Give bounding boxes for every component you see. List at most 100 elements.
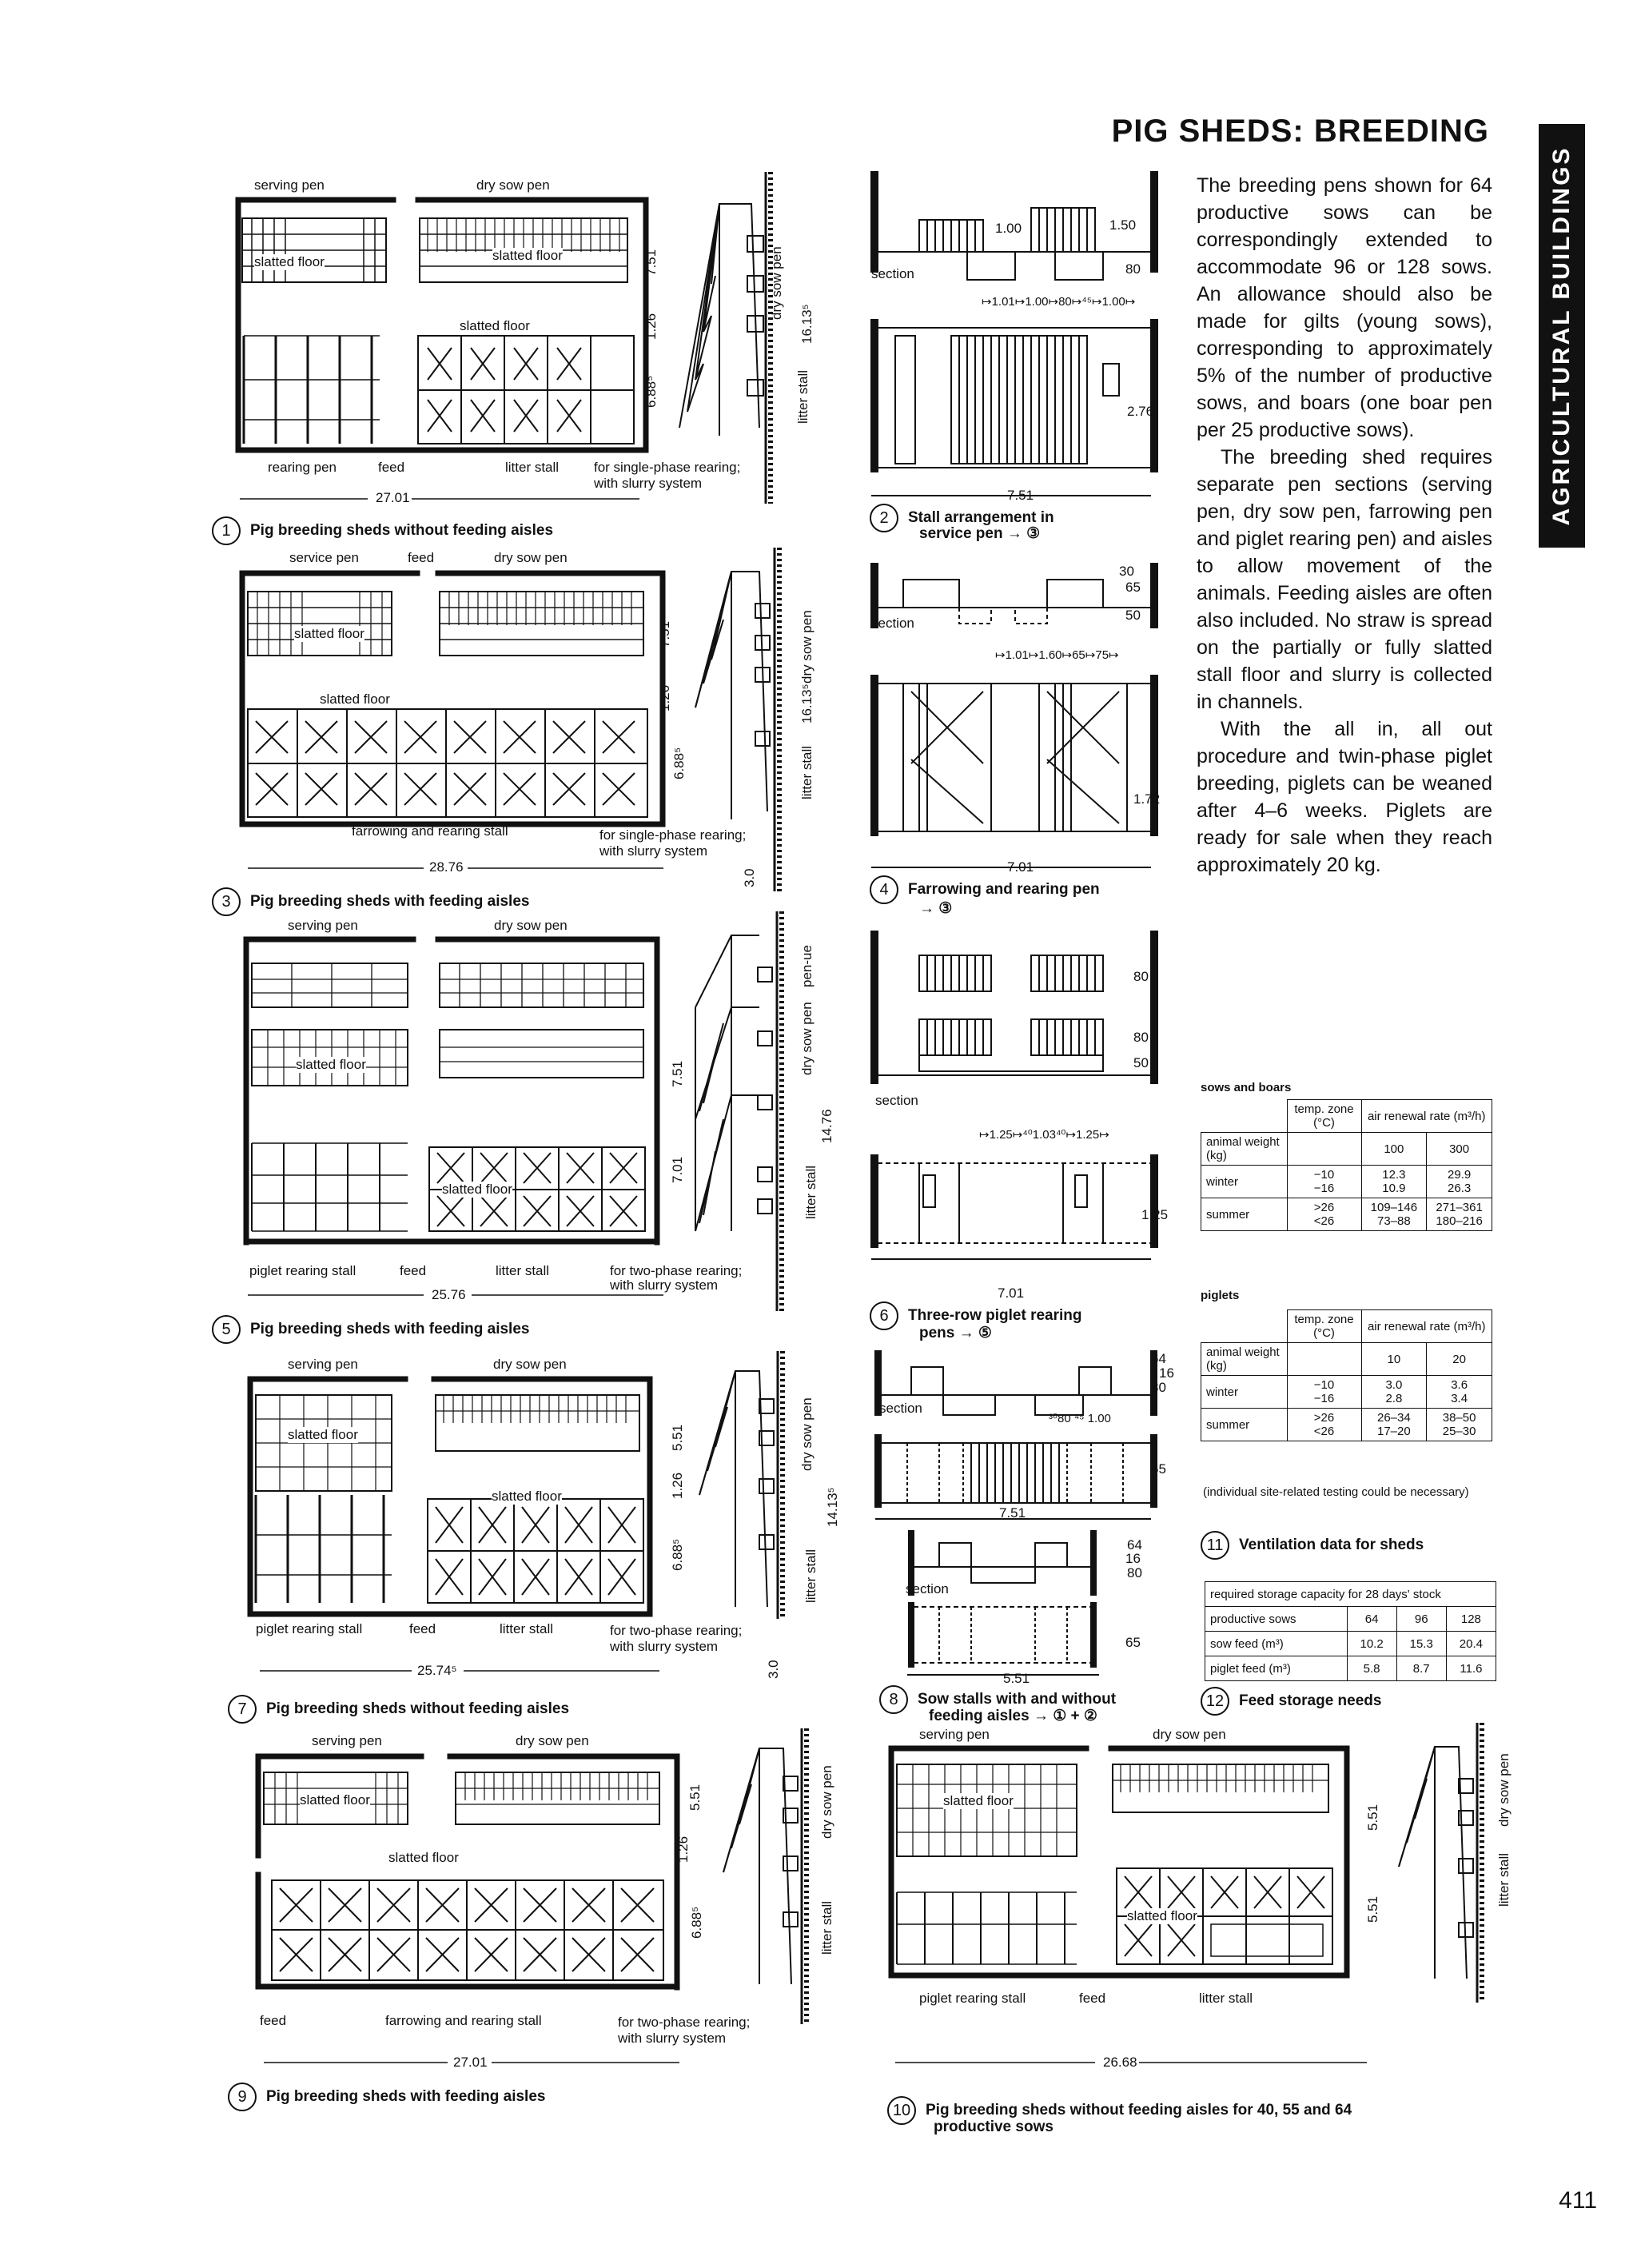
floor-plan-5: [243, 936, 660, 1246]
row-summer: summer: [1201, 1198, 1288, 1231]
dim-width: 27.01: [376, 490, 410, 505]
cross-section-7: [699, 1351, 785, 1619]
dim-7-01: 7.01: [998, 1285, 1025, 1301]
dim-1-00: 1.00: [995, 221, 1022, 236]
label-slatted-floor: slatted floor: [442, 1182, 512, 1198]
figure-caption-line2: service pen → ③: [919, 525, 1041, 542]
label-dry-sow-pen: dry sow pen: [494, 918, 568, 933]
vlabel-litter-stall: litter stall: [1496, 1852, 1512, 1907]
cell: 3.0 2.8: [1360, 1375, 1428, 1409]
dim-80: 80: [1133, 1030, 1149, 1045]
header-weight: animal weight (kg): [1201, 1342, 1288, 1376]
label-slatted-floor: slatted floor: [320, 692, 390, 708]
header-weight: animal weight (kg): [1201, 1132, 1288, 1166]
floor-plan-7: [247, 1376, 653, 1617]
dim-width: 27.01: [453, 2055, 488, 2070]
label-section: section: [906, 1581, 949, 1596]
section-drawing-4: [870, 563, 1158, 868]
label-serving-pen: serving pen: [288, 918, 358, 933]
cross-section-5: [695, 911, 784, 1311]
vlabel-pen: pen-ue: [799, 945, 815, 987]
cell: 109–146 73–88: [1360, 1198, 1428, 1231]
label-feed: feed: [400, 1263, 427, 1278]
label-feed: feed: [260, 2013, 287, 2028]
label-farrowing-stall: farrowing and rearing stall: [352, 823, 508, 839]
dim-line: [240, 498, 639, 500]
dim-50: 50: [1133, 1055, 1149, 1070]
note-two-phase: for two-phase rearing;: [610, 1263, 743, 1278]
label-feed: feed: [1079, 1991, 1106, 2006]
label-feed: feed: [409, 1621, 436, 1636]
dim-80: 80: [1151, 1380, 1166, 1395]
cross-section-9: [723, 1728, 809, 2024]
dim-30: 30: [1119, 564, 1134, 579]
note-single-phase: for single-phase rearing;: [599, 827, 747, 843]
dim-65: 65: [1125, 1635, 1141, 1650]
label-section: section: [875, 1093, 918, 1108]
page-title: PIG SHEDS: BREEDING: [1111, 114, 1489, 149]
cell: 96: [1396, 1606, 1447, 1632]
dim-row: ↦1.25↦⁴⁰1.03⁴⁰↦1.25↦: [979, 1128, 1109, 1142]
label-serving-pen: serving pen: [919, 1727, 990, 1742]
dim-1-50: 1.50: [1109, 217, 1137, 233]
dim-7-01: 7.01: [1007, 859, 1034, 875]
vlabel-dry-sow-pen: dry sow pen: [799, 1002, 815, 1075]
figure-caption-line2: feeding aisles → ① + ②: [929, 1708, 1097, 1724]
note-two-phase: for two-phase rearing;: [618, 2015, 751, 2030]
floor-plan-1: [235, 197, 649, 453]
note-slurry: with slurry system: [610, 1277, 719, 1293]
cell: 20.4: [1445, 1631, 1497, 1656]
label-serving-pen: serving pen: [254, 177, 325, 193]
dim-7-01: 7.01: [670, 1156, 685, 1183]
cell: 10.2: [1346, 1631, 1397, 1656]
header-air: air renewal rate (m³/h): [1360, 1309, 1492, 1343]
vlabel-litter-stall: litter stall: [799, 745, 815, 799]
cell: >26 <26: [1286, 1198, 1362, 1231]
label-litter-stall: litter stall: [505, 460, 560, 475]
intro-paragraph-1: The breeding pens shown for 64 productiv…: [1197, 174, 1492, 441]
cell: 128: [1445, 1606, 1497, 1632]
dim-line: [895, 2062, 1367, 2063]
header-temp: temp. zone (°C): [1286, 1099, 1362, 1133]
label-slatted-floor: slatted floor: [492, 1489, 562, 1505]
label-slatted-floor: slatted floor: [294, 626, 364, 642]
dim-6-88: 6.88⁵: [689, 1906, 704, 1939]
dim-6-88: 6.88⁵: [671, 747, 687, 779]
floor-plan-9: [255, 1753, 680, 1991]
header-air: air renewal rate (m³/h): [1360, 1099, 1492, 1133]
note-slurry: with slurry system: [610, 1639, 719, 1654]
row-label: productive sows: [1205, 1606, 1348, 1632]
dim-1-26: 1.26: [675, 1836, 691, 1863]
dim-line: [264, 2062, 679, 2063]
label-litter-stall: litter stall: [1199, 1991, 1253, 2006]
cell: 12.3 10.9: [1360, 1165, 1428, 1198]
cross-section-3: [695, 548, 782, 891]
dim-7-51: 7.51: [643, 249, 659, 276]
dim-80: 80: [1125, 261, 1141, 277]
row-winter: winter: [1201, 1375, 1288, 1409]
sidebar-label: AGRICULTURAL BUILDINGS: [1548, 145, 1575, 526]
intro-text: The breeding pens shown for 64 productiv…: [1197, 172, 1492, 879]
dim-5-51: 5.51: [1365, 1804, 1380, 1831]
cell: 38–50 25–30: [1426, 1408, 1492, 1441]
cell: 8.7: [1396, 1656, 1447, 1681]
label-slatted-floor: slatted floor: [1127, 1908, 1197, 1924]
dim-7-51: 7.51: [657, 620, 672, 648]
dim-width: 28.76: [429, 859, 464, 875]
dim-row: ↦1.01↦1.60↦65↦75↦: [995, 648, 1119, 662]
label-piglet-rearing: piglet rearing stall: [256, 1621, 363, 1636]
label-litter-stall: litter stall: [500, 1621, 554, 1636]
dim-16: 16: [1125, 1551, 1141, 1566]
ventilation-table-piglets: temp. zone (°C)air renewal rate (m³/h) a…: [1201, 1309, 1492, 1441]
dim-5-51: 5.51: [670, 1424, 685, 1451]
vlabel-litter-stall: litter stall: [803, 1165, 818, 1219]
page-number: 411: [1559, 2187, 1597, 2214]
row-summer: summer: [1201, 1408, 1288, 1441]
dim-2-76: 2.76: [1127, 404, 1154, 419]
vlabel-litter-stall: litter stall: [819, 1900, 834, 1955]
